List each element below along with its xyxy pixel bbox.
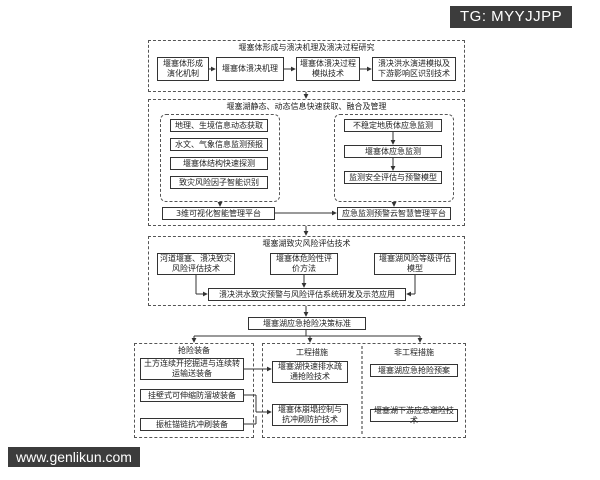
hydro-meteo-box: 水文、气象信息监测预报 (170, 138, 268, 151)
decision-standard-box: 堰塞湖应急抢险决策标准 (248, 317, 366, 330)
anti-scour-equipment-box: 振桩锚链抗冲刷装备 (140, 418, 244, 431)
risk-factor-box: 致灾风险因子智能识别 (170, 176, 268, 189)
watermark-top: TG: MYYJJPP (450, 6, 573, 28)
breach-mechanism-box: 堰塞体溃决机理 (216, 57, 284, 81)
collapse-control-box: 堰塞体崩塌控制与抗冲刷防护技术 (272, 404, 348, 426)
breach-simulation-box: 堰塞体溃决过程模拟技术 (296, 57, 360, 81)
geo-body-monitoring-box: 不稳定地质体应急监测 (344, 119, 442, 132)
flood-routing-box: 溃决洪水演进模拟及下游影响区识别技术 (372, 57, 456, 81)
section-information-acquisition (148, 99, 465, 226)
safety-evaluation-box: 监测安全评估与预警模型 (344, 171, 442, 184)
engineering-title: 工程措施 (296, 348, 328, 357)
downstream-avoidance-box: 堰塞湖下游应急避险技术 (370, 406, 458, 425)
visualization-platform-box: 3维可视化智能管理平台 (162, 207, 275, 220)
dam-monitoring-box: 堰塞体应急监测 (344, 145, 442, 158)
anti-slide-equipment-box: 挂壁式可伸缩防溜坡装备 (140, 389, 244, 402)
right-info-group (334, 114, 454, 202)
measures-group (262, 343, 466, 438)
watermark-bottom: www.genlikun.com (8, 447, 140, 467)
structure-detection-box: 堰塞体结构快速探测 (170, 157, 268, 170)
formation-evolution-box: 堰塞体形成演化机制 (157, 57, 209, 81)
risk-level-model-box: 堰塞湖风险等级评估模型 (374, 253, 456, 275)
section-formation-title: 堰塞体形成与溃决机理及溃决过程研究 (238, 43, 375, 52)
geo-habitat-box: 地理、生境信息动态获取 (170, 119, 268, 132)
excavation-equipment-box: 土方连续开挖掘进与连续转运输送装备 (140, 358, 244, 380)
section-information-title: 堰塞湖静态、动态信息快速获取、融合及管理 (226, 102, 387, 111)
nonengineering-title: 非工程措施 (394, 348, 434, 357)
emergency-plan-box: 堰塞湖应急抢险预案 (370, 364, 458, 377)
section-risk-title: 堰塞湖致灾风险评估技术 (262, 239, 351, 248)
section-formation-mechanism (148, 40, 465, 92)
cloud-platform-box: 应急监测预警云智慧管理平台 (337, 207, 451, 220)
equipment-title: 抢险装备 (178, 346, 210, 355)
equipment-group (134, 343, 254, 438)
left-info-group (160, 114, 280, 202)
drainage-technique-box: 堰塞湖快速排水疏通抢险技术 (272, 361, 348, 383)
warning-system-box: 溃决洪水致灾预警与风险评估系统研发及示范应用 (208, 288, 406, 301)
river-risk-box: 河道堰塞、溃决致灾风险评估技术 (157, 253, 235, 275)
dam-hazard-box: 堰塞体危险性评价方法 (270, 253, 338, 275)
section-risk-assessment (148, 236, 465, 306)
